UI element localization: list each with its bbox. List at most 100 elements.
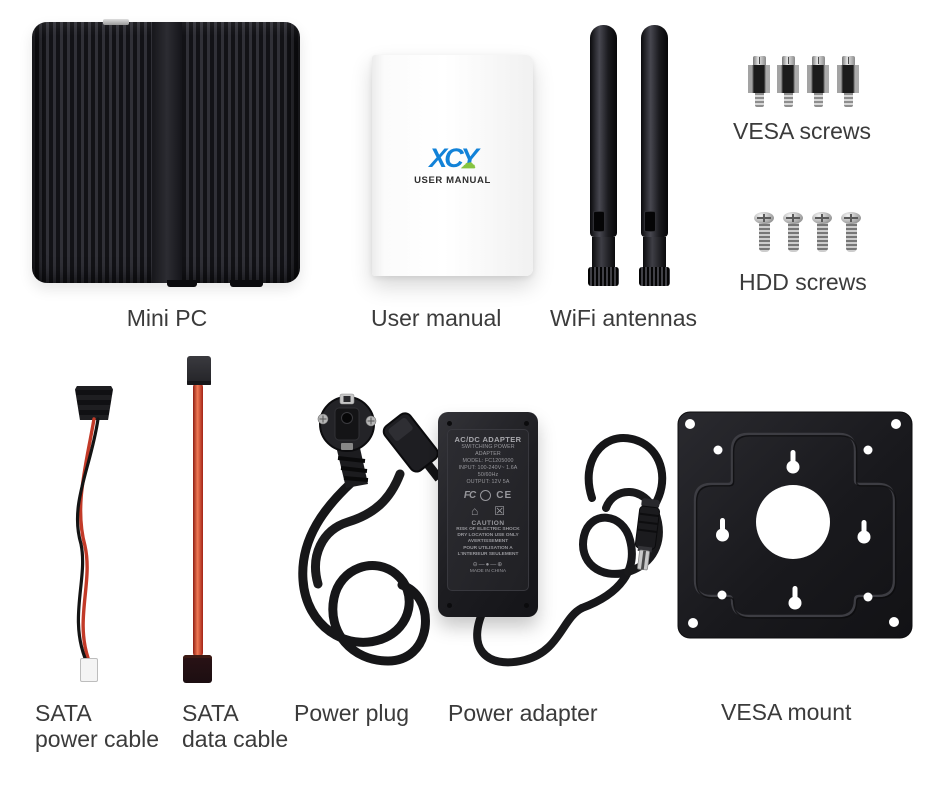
sata-power-wire bbox=[76, 417, 100, 660]
caution-line: DRY LOCATION USE ONLY bbox=[457, 533, 519, 539]
label-line: SATA bbox=[35, 700, 92, 726]
fcc-mark: FC bbox=[463, 490, 476, 501]
standoff-body bbox=[837, 65, 859, 93]
label-mini-pc: Mini PC bbox=[126, 305, 208, 331]
antenna-neck bbox=[643, 237, 666, 267]
label-power-plug: Power plug bbox=[294, 700, 410, 726]
mini-pc-bottom-port bbox=[167, 280, 197, 287]
hdd-screw bbox=[753, 212, 775, 253]
case-screw bbox=[524, 603, 529, 608]
label-power-adapter: Power adapter bbox=[448, 700, 598, 726]
antenna-hinge bbox=[644, 211, 656, 232]
antenna-connector bbox=[588, 267, 619, 286]
screw-head bbox=[783, 212, 803, 224]
power-adapter-brick: AC/DC ADAPTER SWITCHING POWER ADAPTER MO… bbox=[438, 412, 538, 617]
antenna-neck bbox=[592, 237, 615, 267]
sata-power-cable-photo bbox=[55, 386, 125, 686]
spec-line: INPUT: 100-240V~ 1.6A bbox=[458, 465, 518, 471]
indoor-use-icon: ⌂ bbox=[470, 504, 479, 518]
vesa-standoff-screw bbox=[777, 56, 799, 107]
sata-data-wire bbox=[193, 383, 203, 657]
screw-head bbox=[752, 56, 766, 65]
caution-line: POUR UTILISATION A bbox=[463, 545, 513, 551]
screw-head bbox=[841, 56, 855, 65]
spec-line: 50/60Hz bbox=[477, 472, 499, 478]
mini-pc-top-port bbox=[103, 19, 129, 25]
label-line: SATA bbox=[182, 700, 239, 726]
standoff-stud bbox=[813, 93, 823, 107]
c13-connector bbox=[382, 412, 443, 482]
screw-shank bbox=[758, 223, 770, 252]
case-screw bbox=[524, 421, 529, 426]
center-hole bbox=[756, 485, 830, 559]
antenna-body bbox=[590, 25, 617, 237]
spec-line: MODEL: FC1205000 bbox=[462, 458, 514, 464]
screw-head bbox=[841, 212, 861, 224]
screw-shank bbox=[816, 223, 828, 252]
standoff-body bbox=[807, 65, 829, 93]
polarity-icon: ⊖—●—⊕ bbox=[472, 562, 504, 569]
dc-barrel-plug bbox=[634, 498, 660, 571]
case-screw bbox=[447, 421, 452, 426]
mini-pc-center-band bbox=[152, 22, 182, 283]
cloud-icon: ☁ bbox=[460, 155, 476, 172]
manual-cover-title: USER MANUAL bbox=[414, 175, 491, 186]
label-sata-power-cable: SATA power cable bbox=[35, 700, 159, 752]
antenna-body bbox=[641, 25, 668, 237]
label-line: power cable bbox=[35, 726, 160, 752]
vesa-standoff-screw bbox=[837, 56, 859, 107]
hdd-screw bbox=[840, 212, 862, 253]
sata-data-bottom-connector bbox=[183, 655, 212, 683]
caution-title: CAUTION bbox=[471, 520, 505, 527]
certification-marks: FC CE bbox=[448, 490, 528, 501]
sata-power-connector bbox=[75, 386, 113, 420]
standoff-stud bbox=[754, 93, 764, 107]
label-vesa-screws: VESA screws bbox=[733, 118, 872, 144]
label-sata-data-cable: SATA data cable bbox=[182, 700, 288, 752]
standoff-body bbox=[777, 65, 799, 93]
screw-head bbox=[781, 56, 795, 65]
sata-data-cable-photo bbox=[180, 356, 220, 688]
label-user-manual: User manual bbox=[371, 305, 502, 331]
embossed-cross-ridge bbox=[693, 432, 896, 618]
antenna-hinge bbox=[593, 211, 605, 232]
inner-holes bbox=[713, 445, 873, 602]
spec-line: OUTPUT: 12V 5A bbox=[466, 479, 510, 485]
made-in-line: MADE IN CHINA bbox=[469, 569, 507, 575]
standoff-stud bbox=[843, 93, 853, 107]
sata-data-top-connector bbox=[187, 356, 211, 385]
sata-power-end-connector bbox=[80, 658, 98, 682]
user-manual-photo: XCY☁ USER MANUAL bbox=[372, 55, 533, 276]
xcy-logo-text: XCY☁ bbox=[429, 143, 479, 173]
screw-head bbox=[811, 56, 825, 65]
ce-mark: CE bbox=[496, 490, 513, 501]
vesa-standoff-screw bbox=[807, 56, 829, 107]
hdd-screw bbox=[782, 212, 804, 253]
screw-head bbox=[754, 212, 774, 224]
standoff-body bbox=[748, 65, 770, 93]
power-adapter-cable bbox=[473, 434, 667, 667]
power-cord bbox=[298, 469, 430, 666]
antenna-connector bbox=[639, 267, 670, 286]
label-hdd-screws: HDD screws bbox=[739, 269, 867, 295]
screw-shank bbox=[787, 223, 799, 252]
vesa-standoff-screw bbox=[748, 56, 770, 107]
wifi-antenna bbox=[588, 25, 619, 286]
schuko-plug-head bbox=[317, 393, 377, 488]
no-trash-icon: ☒ bbox=[494, 504, 505, 518]
caution-line: RISK OF ELECTRIC SHOCK bbox=[456, 527, 520, 532]
mini-pc-photo bbox=[32, 19, 300, 287]
caution-line: L'INTERIEUR SEULEMENT bbox=[457, 551, 519, 557]
hdd-screw bbox=[811, 212, 833, 253]
xcy-logo: XCY☁ USER MANUAL bbox=[372, 143, 533, 186]
screw-head bbox=[812, 212, 832, 224]
mini-pc-bottom-port bbox=[230, 280, 263, 287]
caution-line: AVERTISSEMENT bbox=[467, 539, 509, 545]
keyhole-slots bbox=[716, 450, 871, 610]
adapter-spec-label: AC/DC ADAPTER SWITCHING POWER ADAPTER MO… bbox=[447, 429, 529, 591]
corner-holes bbox=[685, 419, 901, 628]
wifi-antenna bbox=[639, 25, 670, 286]
label-line: data cable bbox=[182, 726, 289, 752]
label-vesa-mount: VESA mount bbox=[721, 699, 852, 725]
